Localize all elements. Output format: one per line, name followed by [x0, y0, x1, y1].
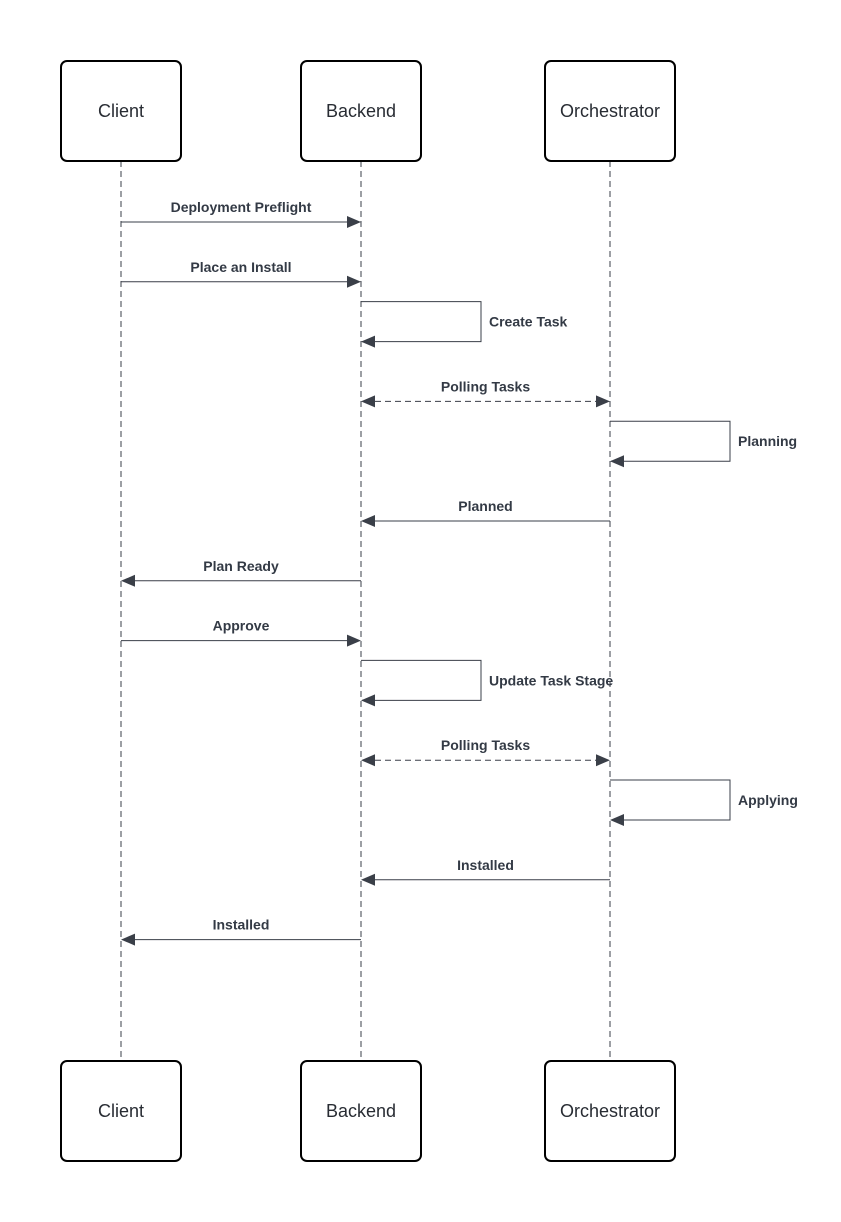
arrow-head: [347, 634, 361, 647]
participant-box: [544, 1060, 676, 1162]
message-11: Applying: [610, 779, 798, 826]
message-label: Installed: [457, 857, 514, 873]
self-loop-line: [610, 779, 731, 821]
message-label: Polling Tasks: [441, 378, 530, 394]
lifelines: [120, 161, 611, 1061]
self-loop-line: [361, 301, 482, 343]
arrow-head: [347, 216, 361, 228]
arrow-head: [610, 814, 624, 826]
message-2: Place an Install: [121, 259, 361, 288]
participants-top: Client Backend Orchestrator: [60, 60, 676, 162]
arrow-head: [596, 754, 610, 767]
message-8: Approve: [121, 618, 361, 647]
participant-label: Orchestrator: [560, 101, 660, 121]
arrow-head-start: [361, 395, 375, 408]
arrow-head: [596, 395, 610, 408]
participant-box: [300, 1060, 422, 1162]
message-label: Create Task: [489, 314, 568, 330]
message-6: Planned: [361, 498, 610, 527]
participant-client-bottom: Client: [60, 1060, 182, 1162]
arrow-head: [361, 515, 375, 527]
message-5: Planning: [610, 420, 797, 468]
message-label: Approve: [213, 618, 270, 634]
message-label: Applying: [738, 792, 798, 808]
message-10: Polling Tasks: [361, 737, 610, 767]
participant-box: [60, 60, 182, 162]
message-label: Place an Install: [190, 259, 291, 275]
message-label: Deployment Preflight: [171, 199, 312, 215]
arrow-head: [361, 873, 375, 886]
message-1: Deployment Preflight: [121, 199, 361, 228]
message-label: Planned: [458, 498, 512, 514]
message-13: Installed: [121, 917, 361, 946]
participant-label: Backend: [326, 101, 396, 121]
participant-label: Client: [98, 101, 144, 121]
arrow-head: [610, 455, 624, 468]
message-4: Polling Tasks: [361, 378, 610, 408]
arrow-head: [361, 694, 375, 707]
message-7: Plan Ready: [121, 558, 361, 587]
participant-label: Client: [98, 1101, 144, 1121]
arrow-head: [361, 335, 375, 348]
arrow-head: [347, 275, 361, 288]
arrow-head: [121, 574, 135, 587]
message-label: Plan Ready: [203, 558, 279, 574]
participant-backend-top: Backend: [300, 60, 422, 162]
participant-client-top: Client: [60, 60, 182, 162]
arrow-head-start: [361, 754, 375, 767]
participant-box: [544, 60, 676, 162]
participant-backend-bottom: Backend: [300, 1060, 422, 1162]
message-label: Installed: [213, 917, 270, 933]
arrow-head: [121, 933, 135, 946]
participant-orchestrator-bottom: Orchestrator: [544, 1060, 676, 1162]
self-loop-line: [361, 659, 482, 701]
participants-bottom: Client Backend Orchestrator: [60, 1060, 676, 1162]
participant-box: [300, 60, 422, 162]
participant-label: Backend: [326, 1101, 396, 1121]
participant-label: Orchestrator: [560, 1101, 660, 1121]
message-label: Update Task Stage: [489, 672, 613, 688]
message-3: Create Task: [361, 301, 568, 348]
participant-orchestrator-top: Orchestrator: [544, 60, 676, 162]
message-12: Installed: [361, 857, 610, 886]
message-label: Polling Tasks: [441, 737, 530, 753]
message-9: Update Task Stage: [361, 659, 613, 707]
self-loop-line: [610, 420, 731, 462]
participant-box: [60, 1060, 182, 1162]
message-label: Planning: [738, 433, 797, 449]
